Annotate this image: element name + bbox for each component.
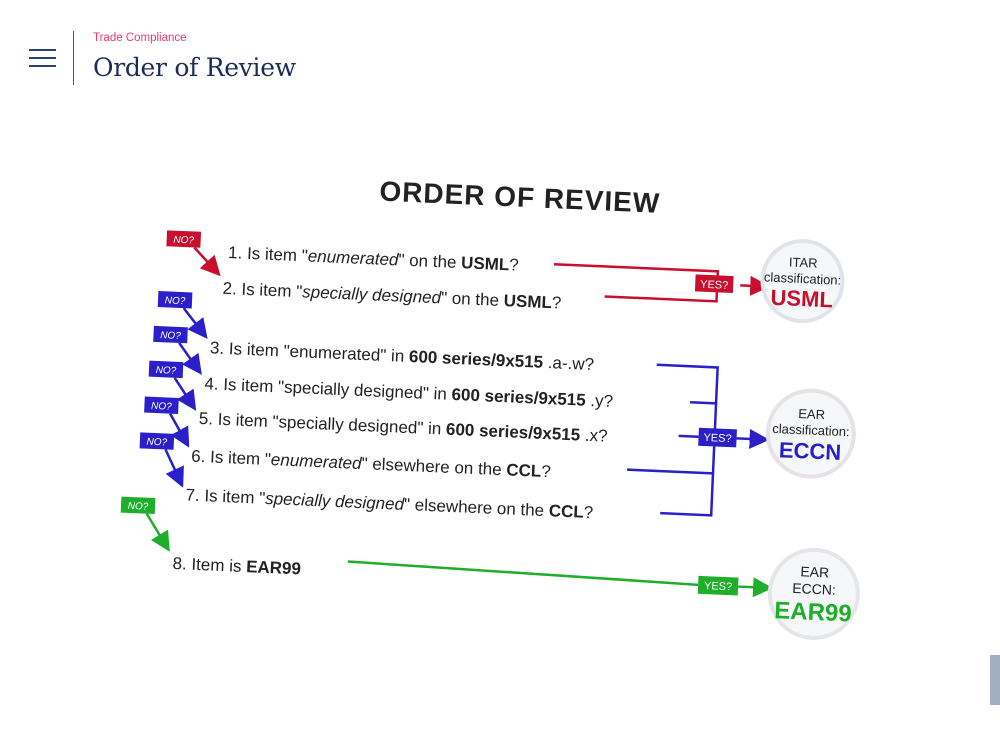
question-segment: 2. Is item " <box>222 279 302 301</box>
outcome-usml: ITAR classification: USML <box>760 239 845 324</box>
question-segment: USML <box>461 253 510 274</box>
no-badge-ear-6: NO? <box>144 396 190 448</box>
question-segment: 5. Is item "specially designed" in <box>198 409 446 439</box>
no-badge-itar: NO? <box>166 230 221 277</box>
svg-text:EAR: EAR <box>800 563 829 580</box>
question-7: 7. Is item "specially designed" elsewher… <box>185 485 593 522</box>
outcome-eccn: EAR classification: ECCN <box>765 388 856 479</box>
hamburger-icon <box>29 49 56 51</box>
svg-text:YES?: YES? <box>703 432 732 445</box>
question-segment: 6. Is item " <box>191 447 271 469</box>
hamburger-icon-bar <box>29 57 56 59</box>
question-segment: 7. Is item " <box>185 485 265 507</box>
svg-text:NO?: NO? <box>155 365 176 377</box>
outcome-ear99: EAR ECCN: EAR99 <box>767 547 860 640</box>
no-badge-ear99: NO? <box>120 496 170 552</box>
svg-text:ITAR: ITAR <box>789 254 818 270</box>
svg-text:NO?: NO? <box>151 401 172 413</box>
ear99-connector <box>347 560 774 598</box>
question-segment: CCL <box>548 501 584 522</box>
question-2: 2. Is item "specially designed" on the U… <box>222 279 562 313</box>
svg-text:NO?: NO? <box>173 235 194 247</box>
svg-text:ECCN: ECCN <box>778 437 841 465</box>
scroll-tab[interactable] <box>990 655 1000 705</box>
question-segment: " elsewhere on the <box>361 454 507 479</box>
hamburger-icon-bar <box>29 65 56 67</box>
yes-badge-itar: YES? <box>694 274 734 294</box>
question-8: 8. Item is EAR99 <box>172 554 301 579</box>
svg-text:ECCN:: ECCN: <box>792 580 836 598</box>
question-segment: specially designed <box>265 489 405 514</box>
svg-text:classification:: classification: <box>764 269 842 287</box>
menu-button[interactable] <box>29 49 56 67</box>
question-segment: .a-.w? <box>543 353 595 374</box>
no-badge-ear-3: NO? <box>157 290 208 340</box>
ear-bracket <box>627 363 770 517</box>
question-segment: 1. Is item " <box>228 243 308 265</box>
question-segment: .y? <box>585 391 613 411</box>
question-6: 6. Is item "enumerated" elsewhere on the… <box>191 447 551 482</box>
svg-text:YES?: YES? <box>704 580 733 593</box>
svg-text:NO?: NO? <box>146 437 167 449</box>
svg-text:classification:: classification: <box>772 421 850 439</box>
svg-text:NO?: NO? <box>127 501 148 513</box>
question-segment: CCL <box>506 460 542 481</box>
page-title: Order of Review <box>93 53 296 82</box>
svg-text:YES?: YES? <box>700 279 729 292</box>
question-segment: " elsewhere on the <box>404 495 550 520</box>
question-segment: ? <box>551 293 561 312</box>
svg-text:EAR: EAR <box>798 406 825 422</box>
svg-text:USML: USML <box>770 285 833 313</box>
question-segment: 600 series/9x515 <box>451 385 586 410</box>
question-segment: " on the <box>398 250 462 272</box>
question-5: 5. Is item "specially designed" in 600 s… <box>198 409 607 446</box>
question-segment: USML <box>503 291 552 312</box>
no-badge-ear-7: NO? <box>139 432 184 488</box>
question-1: 1. Is item "enumerated" on the USML? <box>228 243 519 275</box>
question-4: 4. Is item "specially designed" in 600 s… <box>204 374 613 411</box>
no-badge-ear-4: NO? <box>153 325 202 375</box>
diagram-title: ORDER OF REVIEW <box>379 176 661 219</box>
question-segment: ? <box>509 255 519 274</box>
no-badge-ear-5: NO? <box>148 360 197 411</box>
question-segment: 3. Is item "enumerated" in <box>210 338 410 366</box>
question-segment: specially designed <box>302 282 442 307</box>
question-segment: EAR99 <box>246 557 302 578</box>
question-segment: enumerated <box>307 246 399 269</box>
svg-text:EAR99: EAR99 <box>774 597 852 627</box>
yes-badge-ear99: YES? <box>697 575 739 596</box>
breadcrumb[interactable]: Trade Compliance <box>93 32 187 44</box>
header-divider <box>73 31 74 85</box>
itar-bracket <box>553 262 771 303</box>
question-segment: enumerated <box>271 450 363 473</box>
question-segment: 8. Item is <box>172 554 246 576</box>
question-segment: ? <box>583 503 593 522</box>
question-segment: .x? <box>580 426 608 446</box>
yes-badge-ear: YES? <box>698 427 737 448</box>
svg-text:NO?: NO? <box>164 295 185 307</box>
svg-text:NO?: NO? <box>160 330 181 342</box>
question-segment: 600 series/9x515 <box>409 347 544 372</box>
question-segment: 4. Is item "specially designed" in <box>204 374 452 404</box>
question-segment: " on the <box>441 288 505 310</box>
question-segment: 600 series/9x515 <box>446 420 581 445</box>
question-segment: ? <box>541 462 551 481</box>
question-3: 3. Is item "enumerated" in 600 series/9x… <box>210 338 595 374</box>
